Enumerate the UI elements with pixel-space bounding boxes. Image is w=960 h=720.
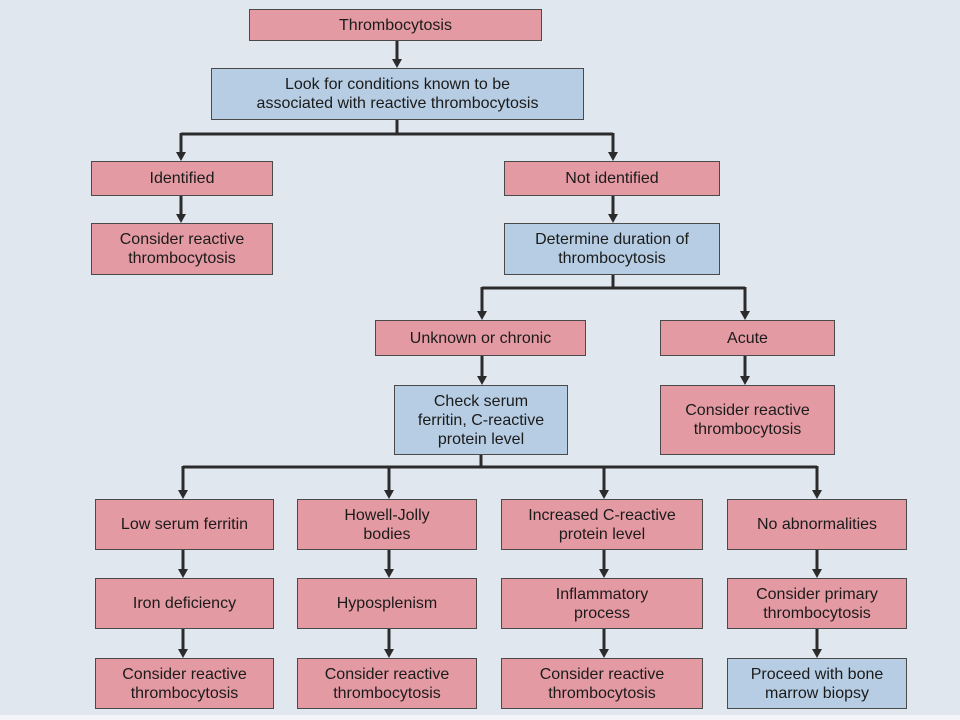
arrow-noabn-to-primary-arrowhead [812,569,822,578]
node-low-serum-ferritin: Low serum ferritin [95,499,274,550]
node-thrombocytosis: Thrombocytosis [249,9,542,41]
node-look-for-conditions: Look for conditions known to be associat… [211,68,584,120]
node-consider-reactive-inflammatory: Consider reactive thrombocytosis [501,658,703,709]
node-consider-primary: Consider primary thrombocytosis [727,578,907,629]
node-no-abnormalities: No abnormalities [727,499,907,550]
arrow-to-identified-arrowhead [176,152,186,161]
arrow-identified-to-consider-arrowhead [176,214,186,223]
arrow-ferritin-to-iron-arrowhead [178,569,188,578]
arrow-to-howell-jolly-arrowhead [384,490,394,499]
node-inflammatory-process: Inflammatory process [501,578,703,629]
arrow-inflammatory-to-consider-arrowhead [599,649,609,658]
arrow-howell-to-hyposplenism-arrowhead [384,569,394,578]
node-bone-marrow-biopsy: Proceed with bone marrow biopsy [727,658,907,709]
arrow-acute-to-consider-arrowhead [740,376,750,385]
node-acute: Acute [660,320,835,356]
node-not-identified: Not identified [504,161,720,196]
node-increased-crp: Increased C-reactive protein level [501,499,703,550]
arrow-hyposplenism-to-consider-arrowhead [384,649,394,658]
arrow-to-not-identified-arrowhead [608,152,618,161]
node-consider-reactive-iron: Consider reactive thrombocytosis [95,658,274,709]
node-unknown-or-chronic: Unknown or chronic [375,320,586,356]
arrow-iron-to-consider-arrowhead [178,649,188,658]
arrow-to-unknown-chronic-arrowhead [477,311,487,320]
arrow-chronic-to-check-arrowhead [477,376,487,385]
node-hyposplenism: Hyposplenism [297,578,477,629]
node-iron-deficiency: Iron deficiency [95,578,274,629]
arrow-primary-to-biopsy-arrowhead [812,649,822,658]
node-howell-jolly-bodies: Howell-Jolly bodies [297,499,477,550]
arrow-to-acute-arrowhead [740,311,750,320]
node-check-serum: Check serum ferritin, C-reactive protein… [394,385,568,455]
arrow-top-to-look-arrowhead [392,59,402,68]
arrow-to-low-ferritin-arrowhead [178,490,188,499]
node-consider-reactive-hyposplenism: Consider reactive thrombocytosis [297,658,477,709]
node-identified: Identified [91,161,273,196]
arrow-not-identified-to-determine-arrowhead [608,214,618,223]
node-consider-reactive-acute: Consider reactive thrombocytosis [660,385,835,455]
bottom-strip [0,715,960,720]
arrow-to-no-abnormalities-arrowhead [812,490,822,499]
node-determine-duration: Determine duration of thrombocytosis [504,223,720,275]
arrow-crp-to-inflammatory-arrowhead [599,569,609,578]
node-consider-reactive-identified: Consider reactive thrombocytosis [91,223,273,275]
arrow-to-increased-crp-arrowhead [599,490,609,499]
